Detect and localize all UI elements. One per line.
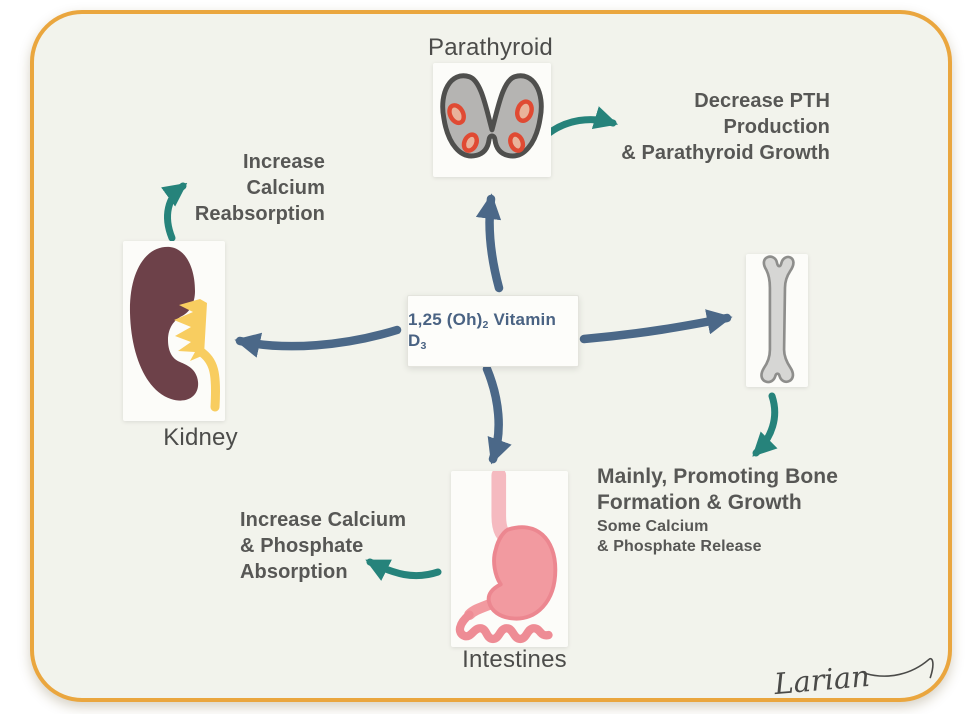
bone-effect-note: Mainly, Promoting Bone Formation & Growt… <box>597 465 838 556</box>
parathyroid-gland-icon <box>440 73 544 159</box>
intestines-label: Intestines <box>462 646 567 673</box>
intestines-card <box>451 471 568 647</box>
intestines-icon <box>455 471 558 644</box>
vitamin-d-label: 1,25 (Oh)2 Vitamin D3 <box>408 310 557 352</box>
parathyroid-card <box>433 63 551 177</box>
kidney-effect-note: Increase Calcium Reabsorption <box>194 151 325 225</box>
parathyroid-effect-note: Decrease PTH Production & Parathyroid Gr… <box>621 90 830 164</box>
signature-flourish-icon <box>863 658 934 679</box>
artist-signature: Larian <box>773 653 939 701</box>
kidney-label: Kidney <box>163 424 238 451</box>
kidney-card <box>123 241 225 421</box>
parathyroid-title: Parathyroid <box>428 34 553 61</box>
kidney-icon <box>129 246 221 412</box>
bone-icon <box>760 255 795 384</box>
bone-card <box>746 254 808 387</box>
vitamin-d-box: 1,25 (Oh)2 Vitamin D3 <box>407 295 579 367</box>
intestines-effect-note: Increase Calcium & Phosphate Absorption <box>240 509 407 583</box>
